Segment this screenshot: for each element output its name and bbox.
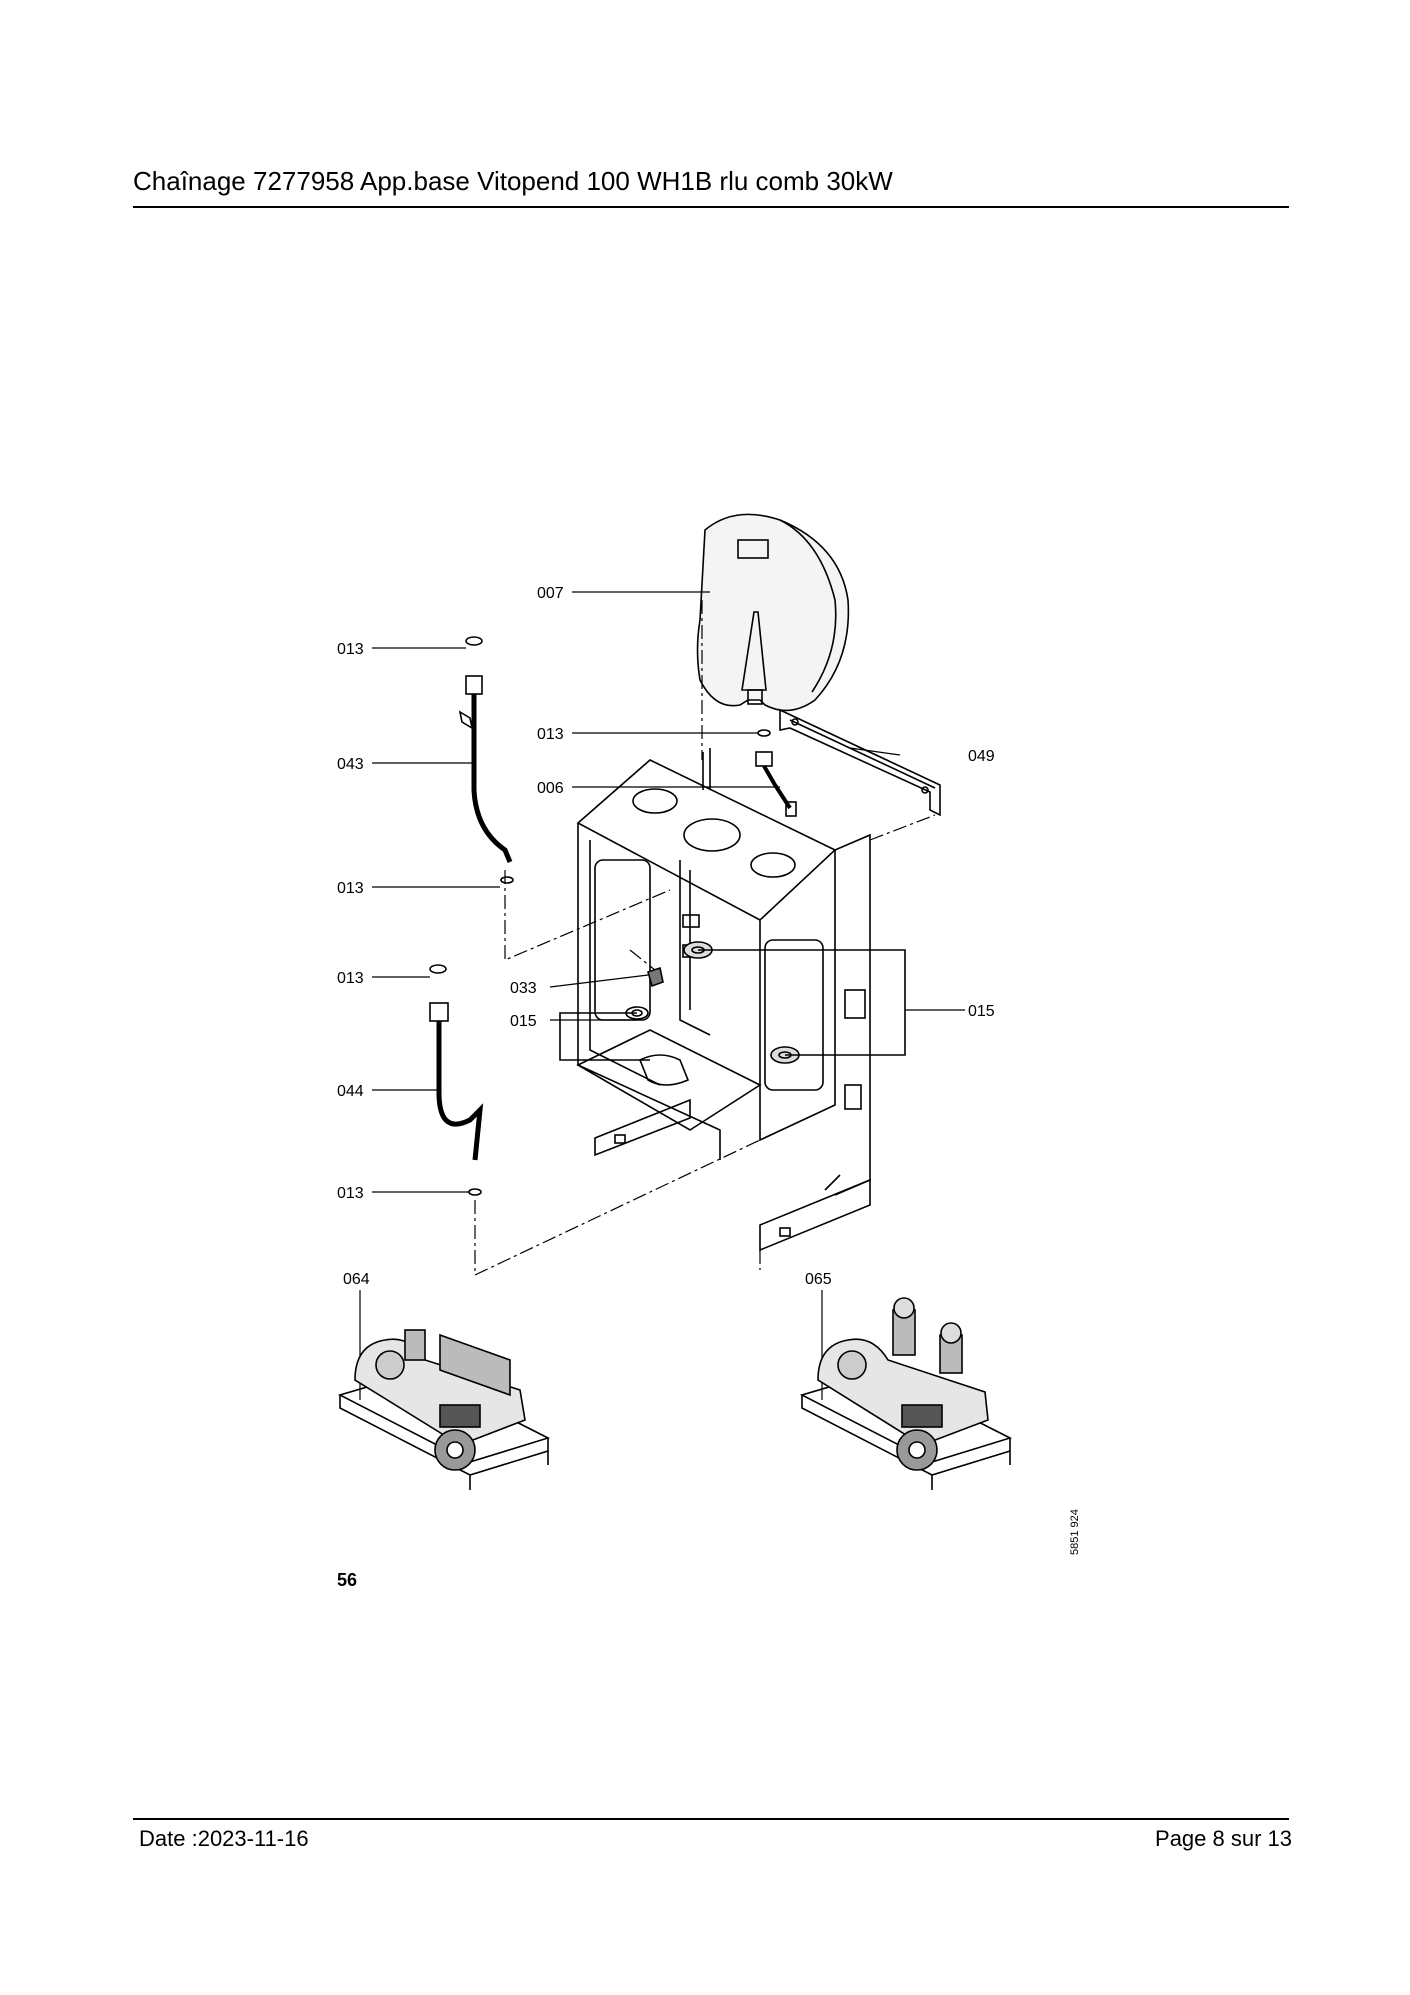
callout-033: 033 [510, 980, 537, 997]
callout-007: 007 [537, 585, 564, 602]
date-label: Date : [139, 1826, 198, 1851]
expansion-vessel-007 [696, 513, 850, 712]
callout-049: 049 [968, 748, 995, 765]
page-title: Chaînage 7277958 App.base Vitopend 100 W… [133, 166, 893, 196]
header-divider [133, 206, 1289, 208]
mounting-rail-049 [779, 708, 941, 817]
callout-064: 064 [343, 1271, 370, 1288]
connection-pipe-006 [755, 729, 797, 817]
callout-044: 044 [337, 1083, 364, 1100]
page-indicator: Page 8 sur 13 [1155, 1826, 1292, 1851]
callout-013-vessel: 013 [537, 726, 564, 743]
callout-013-lower: 013 [337, 970, 364, 987]
callout-043: 043 [337, 756, 364, 773]
callout-065: 065 [805, 1271, 832, 1288]
hydraulic-module-064 [337, 1329, 551, 1490]
callout-013-top: 013 [337, 641, 364, 658]
callout-013-bottom: 013 [337, 1185, 364, 1202]
figure-number: 56 [337, 1570, 357, 1590]
callout-015-right: 015 [968, 1003, 995, 1020]
callout-013-middle: 013 [337, 880, 364, 897]
drawing-id: 5851 924 [1069, 1509, 1081, 1555]
footer-date: Date :2023-11-16 [139, 1826, 309, 1852]
leader-lines [359, 591, 965, 1400]
footer-divider [133, 1818, 1289, 1820]
sealing-grommet-015 [625, 941, 800, 1064]
callout-015-left: 015 [510, 1013, 537, 1030]
callout-006: 006 [537, 780, 564, 797]
assembly-guide-lines [474, 600, 936, 1276]
hydraulic-module-065 [799, 1297, 1013, 1490]
connection-pipe-043 [458, 636, 514, 884]
date-value: 2023-11-16 [197, 1826, 309, 1851]
clip-033 [647, 966, 664, 988]
connection-pipe-044 [429, 964, 484, 1196]
callout-bracket-015 [559, 949, 906, 1061]
boiler-base-frame [576, 748, 871, 1252]
